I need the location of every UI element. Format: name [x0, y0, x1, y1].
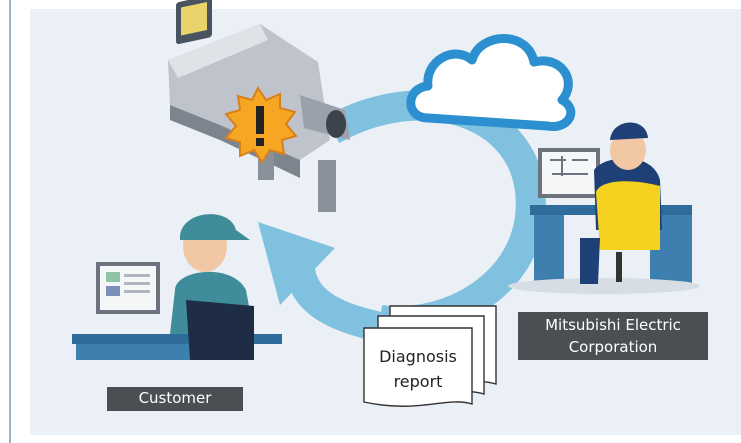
left-divider: [9, 0, 11, 443]
diagnosis-report-text: Diagnosis report: [366, 344, 470, 394]
provider-label: Mitsubishi Electric Corporation: [518, 312, 708, 360]
provider-label-line-1: Mitsubishi Electric: [545, 316, 681, 334]
customer-label: Customer: [107, 387, 243, 411]
document-stack-icon: [363, 305, 497, 407]
report-line-2: report: [393, 372, 443, 391]
customer-worker-icon: [72, 214, 282, 360]
report-line-1: Diagnosis: [379, 347, 457, 366]
warning-burst-icon: [224, 86, 298, 164]
engineer-worker-icon: [508, 122, 700, 294]
provider-label-line-2: Corporation: [568, 338, 658, 356]
cloud-icon: [406, 34, 576, 131]
